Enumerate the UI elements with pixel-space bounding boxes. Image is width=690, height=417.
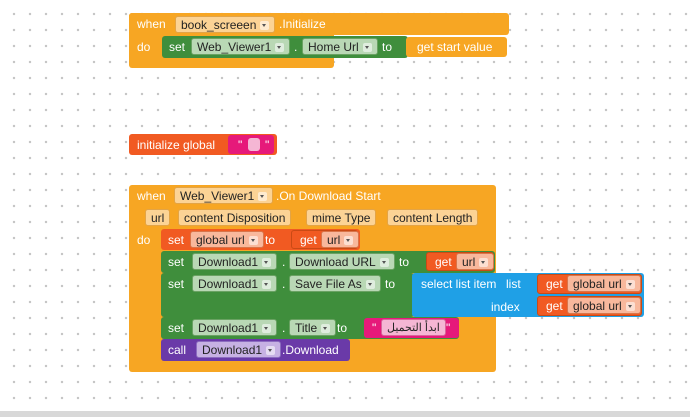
variable-dropdown[interactable]: url [321,231,360,248]
list-label: list [506,277,521,291]
quote-close: " [265,138,270,152]
to-label: to [382,40,393,54]
dot-label: . [282,255,286,269]
chevron-down-icon [275,43,285,52]
horizontal-scrollbar[interactable] [0,411,690,417]
chevron-down-icon [258,192,268,201]
initialize-global-label: initialize global [137,138,216,152]
property-dropdown[interactable]: Download URL [289,253,395,270]
dot-label: . [294,40,298,54]
when-label: when [137,17,166,31]
quote-open: " [238,138,243,152]
variable-dropdown[interactable]: url [456,253,495,270]
select-list-item-label: select list item [421,277,497,291]
do-label: do [137,40,151,54]
set-label: set [169,40,186,54]
event-name: .Initialize [279,17,326,31]
param-mime-type[interactable]: mime Type [306,209,377,226]
when-label: when [137,189,166,203]
to-label: to [399,255,410,269]
param-content-length[interactable]: content Length [387,209,479,226]
chevron-down-icon [262,258,272,267]
get-label: get [546,299,563,313]
component-dropdown[interactable]: Download1 [196,341,282,358]
chevron-down-icon [266,346,276,355]
property-dropdown[interactable]: Home Url [302,38,378,55]
index-label: index [491,300,520,314]
component-dropdown[interactable]: Web_Viewer1 [174,187,274,204]
chevron-down-icon [625,280,635,289]
chevron-down-icon [260,21,270,30]
chevron-down-icon [262,280,272,289]
chevron-down-icon [344,236,354,245]
get-start-value-block[interactable] [406,37,507,57]
event-name: .On Download Start [276,189,381,203]
set-label: set [168,233,185,247]
get-label: get [300,233,317,247]
chevron-down-icon [362,43,372,52]
set-label: set [168,277,185,291]
variable-dropdown[interactable]: global url [190,231,264,248]
dot-label: . [282,277,286,291]
call-label: call [168,343,187,357]
get-start-value-label: get start value [417,40,493,54]
variable-dropdown[interactable]: global url [567,275,641,292]
component-dropdown[interactable]: Download1 [192,319,278,336]
param-content-disposition[interactable]: content Disposition [178,209,292,226]
method-label: .Download [282,343,339,357]
set-label: set [168,321,185,335]
set-label: set [168,255,185,269]
property-dropdown[interactable]: Save File As [289,275,381,292]
get-label: get [546,277,563,291]
component-dropdown[interactable]: Web_Viewer1 [191,38,291,55]
chevron-down-icon [379,258,389,267]
property-dropdown[interactable]: Title [289,319,337,336]
get-label: get [435,255,452,269]
chevron-down-icon [321,324,331,333]
component-dropdown[interactable]: Download1 [192,253,278,270]
chevron-down-icon [248,236,258,245]
text-input[interactable] [248,138,260,151]
chevron-down-icon [262,324,272,333]
title-text-input[interactable]: ابدأ التحميل [381,319,446,336]
to-label: to [265,233,276,247]
variable-dropdown[interactable]: global url [567,297,641,314]
quote-close: " [446,321,451,335]
dot-label: . [282,321,286,335]
chevron-down-icon [479,258,489,267]
param-url[interactable]: url [145,209,171,226]
to-label: to [385,277,396,291]
component-dropdown[interactable]: Download1 [192,275,278,292]
do-label: do [137,233,151,247]
quote-open: " [372,321,377,335]
component-dropdown[interactable]: book_screeen [175,16,276,33]
chevron-down-icon [365,280,375,289]
to-label: to [337,321,348,335]
chevron-down-icon [625,302,635,311]
